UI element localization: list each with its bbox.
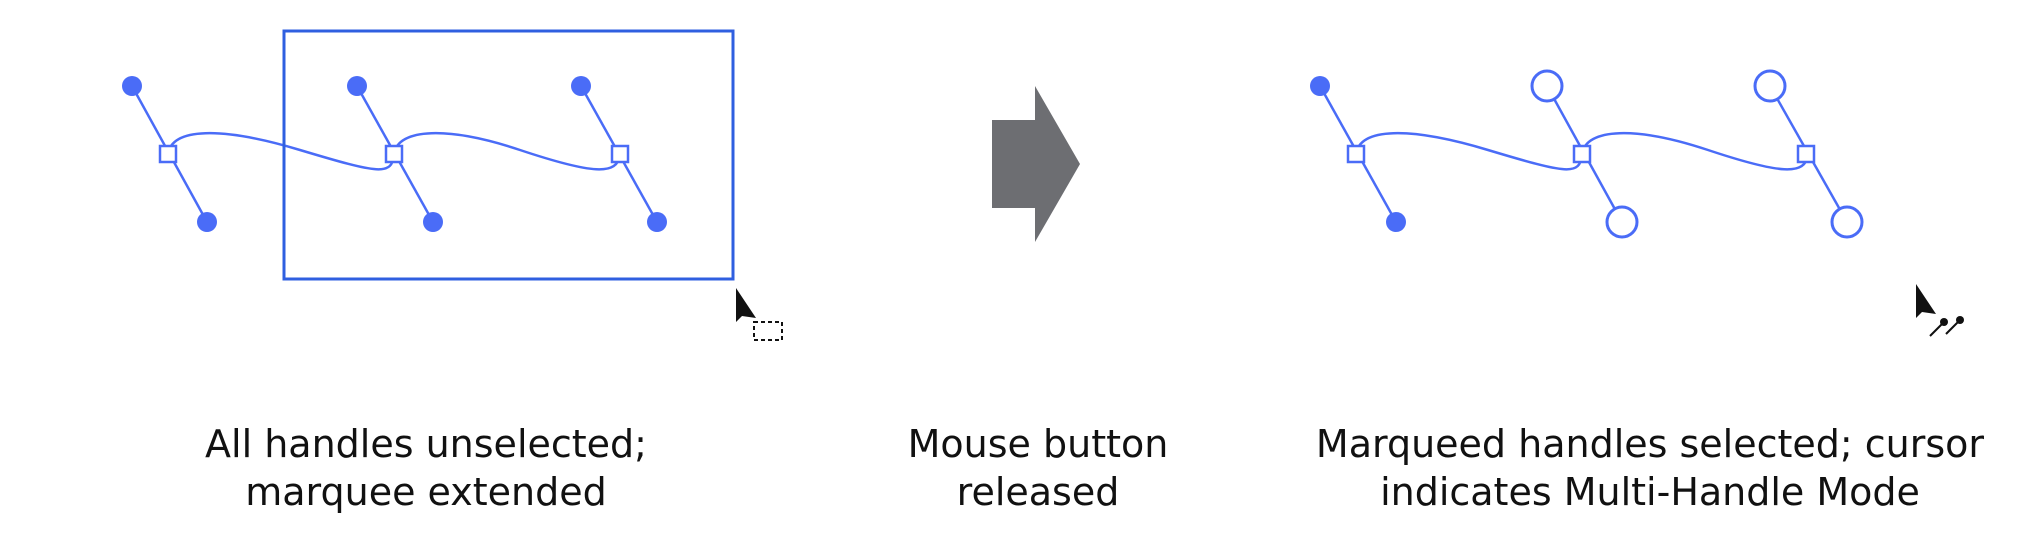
anchor-point[interactable] <box>384 144 404 164</box>
caption-after: Marqueed handles selected; cursor indica… <box>1300 420 2000 516</box>
multi-handle-cursor-icon <box>1916 284 1964 337</box>
anchor-point[interactable] <box>1346 144 1366 164</box>
handle-point-selected[interactable] <box>1753 69 1787 103</box>
anchor-point[interactable] <box>1796 144 1816 164</box>
handle-point-unselected[interactable] <box>423 212 443 232</box>
panel-after <box>1310 69 1964 337</box>
handle-point-unselected[interactable] <box>347 76 367 96</box>
handle-point-unselected[interactable] <box>122 76 142 96</box>
anchor-point[interactable] <box>610 144 630 164</box>
handle-point-unselected[interactable] <box>647 212 667 232</box>
caption-line: released <box>956 470 1120 514</box>
handle-point-selected[interactable] <box>1605 205 1639 239</box>
anchor-point[interactable] <box>158 144 178 164</box>
arrow-right-icon <box>992 86 1080 242</box>
caption-line: Mouse button <box>907 422 1169 466</box>
handle-point-selected[interactable] <box>1830 205 1864 239</box>
caption-transition: Mouse button released <box>888 420 1188 516</box>
caption-line: indicates Multi-Handle Mode <box>1380 470 1920 514</box>
handle-point-unselected[interactable] <box>1386 212 1406 232</box>
handle-point-unselected[interactable] <box>197 212 217 232</box>
caption-line: marquee extended <box>245 470 607 514</box>
caption-line: All handles unselected; <box>205 422 647 466</box>
caption-before: All handles unselected; marquee extended <box>196 420 656 516</box>
panel-before <box>122 29 783 341</box>
marquee-rectangle <box>282 29 735 281</box>
anchor-point[interactable] <box>1572 144 1592 164</box>
transition-arrow <box>992 86 1080 242</box>
handle-point-unselected[interactable] <box>1310 76 1330 96</box>
marquee-cursor-icon <box>736 288 783 341</box>
handle-point-selected[interactable] <box>1530 69 1564 103</box>
handle-point-unselected[interactable] <box>571 76 591 96</box>
caption-line: Marqueed handles selected; cursor <box>1315 422 1985 466</box>
